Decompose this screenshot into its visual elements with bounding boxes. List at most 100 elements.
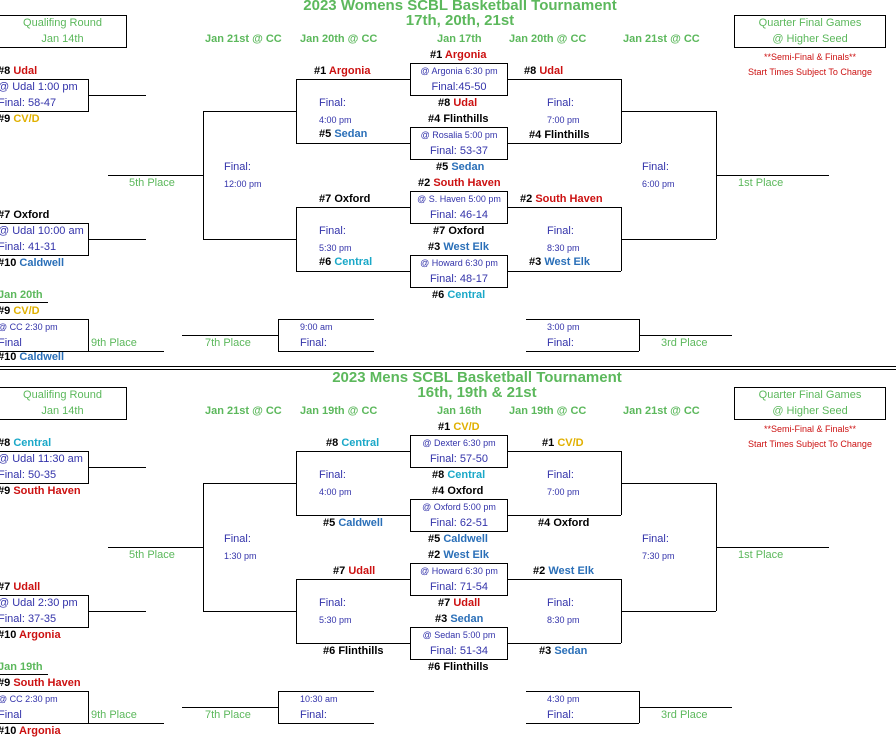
- men-g3-location: @ Howard 6:30 pm: [420, 566, 498, 576]
- men-date-col1: Jan 21st @ CC: [205, 405, 282, 417]
- women-date-col4: Jan 20th @ CC: [509, 33, 587, 45]
- women-q2-team1: #7 Oxford: [0, 209, 50, 221]
- men-g1-team2: #8 Central: [432, 469, 486, 481]
- women-qf-header: [734, 15, 886, 48]
- women-g3-box: [410, 191, 508, 224]
- men-g3-team2: #7 Udall: [438, 597, 481, 609]
- women-rsf1-time: 7:00 pm: [547, 115, 580, 125]
- men-third-time: 4:30 pm: [547, 694, 580, 704]
- men-qf-title: Quarter Final Games: [758, 389, 862, 401]
- women-rsf2-team1: #2 South Haven: [520, 193, 603, 205]
- women-third-place: 3rd Place: [661, 337, 708, 349]
- men-date-col5: Jan 21st @ CC: [623, 405, 700, 417]
- men-cons-team2: #10 Argonia: [0, 725, 61, 737]
- women-rf-final: Final:: [642, 161, 669, 173]
- women-seventh-time: 9:00 am: [300, 322, 333, 332]
- section-divider: [0, 366, 896, 367]
- women-third-time: 3:00 pm: [547, 322, 580, 332]
- men-rsf1-time: 7:00 pm: [547, 487, 580, 497]
- men-rsf1-team1: #1 CV/D: [542, 437, 584, 449]
- women-q1-team2: #9 CV/D: [0, 113, 40, 125]
- men-cons-team1: #9 South Haven: [0, 677, 81, 689]
- women-date-col5: Jan 21st @ CC: [623, 33, 700, 45]
- women-rsf1-team1: #8 Udal: [524, 65, 564, 77]
- men-qf-sub: @ Higher Seed: [772, 405, 848, 417]
- women-cons-box: [0, 319, 89, 352]
- men-seventh-time: 10:30 am: [300, 694, 338, 704]
- men-qual-header: [0, 387, 127, 420]
- women-first-place: 1st Place: [738, 177, 784, 189]
- women-date-col1: Jan 21st @ CC: [205, 33, 282, 45]
- men-g4-box: [410, 627, 508, 660]
- men-q1-team2: #9 South Haven: [0, 485, 81, 497]
- women-rsf2-time: 8:30 pm: [547, 243, 580, 253]
- women-q1-final: Final: 58-47: [0, 97, 57, 109]
- women-g1-location: @ Argonia 6:30 pm: [420, 66, 498, 76]
- women-ninth-place: 9th Place: [91, 337, 137, 349]
- women-g1-team2: #8 Udal: [438, 97, 478, 109]
- men-q2-final: Final: 37-35: [0, 613, 57, 625]
- women-cons-team2: #10 Caldwell: [0, 351, 65, 363]
- men-g3-final: Final: 71-54: [429, 581, 489, 593]
- women-date-col3: Jan 17th: [437, 33, 482, 45]
- men-g2-team1: #4 Oxford: [432, 485, 484, 497]
- men-title: 2023 Mens SCBL Basketball Tournament: [332, 369, 622, 386]
- men-note2: Start Times Subject To Change: [748, 439, 872, 449]
- men-date-col3: Jan 16th: [437, 405, 482, 417]
- women-rsf1-team2: #4 Flinthills: [529, 129, 590, 141]
- women-note1: **Semi-Final & Finals**: [763, 52, 857, 62]
- men-g4-final: Final: 51-34: [429, 645, 489, 657]
- men-g4-team2: #6 Flinthills: [428, 661, 489, 673]
- men-rsf2-team2: #3 Sedan: [539, 645, 588, 657]
- men-lsf1-team1: #8 Central: [326, 437, 380, 449]
- women-g2-box: [410, 127, 508, 160]
- women-qual-header: [0, 15, 127, 48]
- men-third-final: Final:: [547, 709, 574, 721]
- men-g2-box: [410, 499, 508, 532]
- men-q1-box: [0, 451, 89, 484]
- women-rf-time: 6:00 pm: [642, 179, 675, 189]
- women-q2-team2: #10 Caldwell: [0, 257, 65, 269]
- men-rsf2-time: 8:30 pm: [547, 615, 580, 625]
- men-rsf1-team2: #4 Oxford: [538, 517, 590, 529]
- men-cons-date: Jan 19th: [0, 661, 43, 673]
- men-lsf1-time: 4:00 pm: [319, 487, 352, 497]
- men-first-place: 1st Place: [738, 549, 784, 561]
- men-g3-team1: #2 West Elk: [428, 549, 489, 561]
- women-rsf2-team2: #3 West Elk: [529, 256, 590, 268]
- men-g4-team1: #3 Sedan: [435, 613, 484, 625]
- women-note2: Start Times Subject To Change: [748, 67, 872, 77]
- women-cons-final: Final: [0, 337, 22, 349]
- women-third-final: Final:: [547, 337, 574, 349]
- men-note1: **Semi-Final & Finals**: [763, 424, 857, 434]
- men-seventh-final: Final:: [300, 709, 327, 721]
- men-rf-time: 7:30 pm: [642, 551, 675, 561]
- men-g1-box: [410, 435, 508, 468]
- men-date-col4: Jan 19th @ CC: [509, 405, 587, 417]
- women-rsf1-final: Final:: [547, 97, 574, 109]
- women-g1-final: Final:45-50: [431, 81, 487, 93]
- women-lsf2-team2: #6 Central: [319, 256, 373, 268]
- men-cons-location: @ CC 2:30 pm: [0, 694, 58, 704]
- men-rf-final: Final:: [642, 533, 669, 545]
- women-g1-box: [410, 63, 508, 96]
- men-lsf1-final: Final:: [319, 469, 346, 481]
- men-seventh-place: 7th Place: [205, 709, 251, 721]
- women-g2-team1: #4 Flinthills: [428, 113, 489, 125]
- men-lsf2-team2: #6 Flinthills: [323, 645, 384, 657]
- men-q1-final: Final: 50-35: [0, 469, 57, 481]
- women-q1-location: @ Udal 1:00 pm: [0, 81, 78, 93]
- women-g4-team1: #3 West Elk: [428, 241, 489, 253]
- women-subtitle: 17th, 20th, 21st: [405, 12, 515, 29]
- men-q2-team2: #10 Argonia: [0, 629, 61, 641]
- women-fifth-place: 5th Place: [129, 177, 175, 189]
- women-g4-location: @ Howard 6:30 pm: [420, 258, 498, 268]
- men-g4-location: @ Sedan 5:00 pm: [422, 630, 496, 640]
- women-g3-final: Final: 46-14: [429, 209, 489, 221]
- women-g4-final: Final: 48-17: [429, 273, 489, 285]
- men-q1-team1: #8 Central: [0, 437, 52, 449]
- men-q1-location: @ Udal 11:30 am: [0, 453, 83, 465]
- men-cons-box: [0, 691, 89, 724]
- men-qf-header: [734, 387, 886, 420]
- women-q2-box: [0, 223, 89, 256]
